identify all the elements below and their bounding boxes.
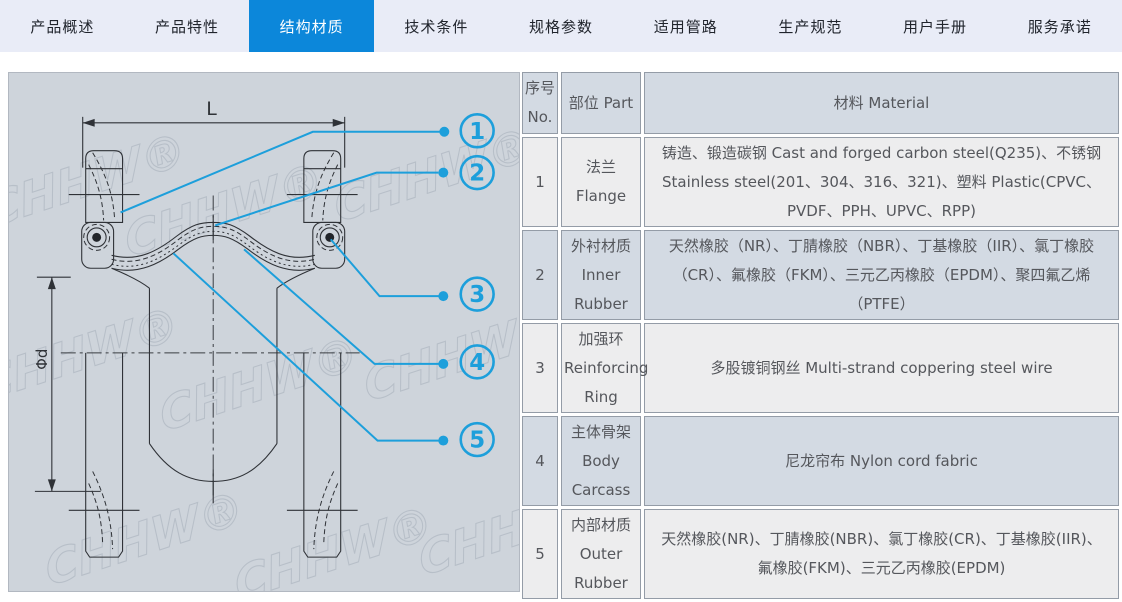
callout-leaders [120, 126, 450, 446]
right-bead [312, 221, 346, 269]
left-flange-lower [68, 352, 140, 558]
cell-material: 多股镀铜钢丝 Multi-strand coppering steel wire [644, 323, 1119, 413]
expansion-joint-drawing: CHHW® CHHW® CHHW® CHHW® CHHW® CHHW® CHHW… [9, 98, 519, 591]
cell-part: 法兰 Flange [561, 137, 641, 227]
tab-production-standard[interactable]: 生产规范 [778, 17, 843, 36]
cell-material: 天然橡胶（NR）、丁腈橡胶（NBR）、丁基橡胶（IIR）、氯丁橡胶（CR）、氟橡… [644, 230, 1119, 320]
cell-material: 尼龙帘布 Nylon cord fabric [644, 416, 1119, 506]
tab-applicable-piping[interactable]: 适用管路 [653, 17, 718, 36]
cell-no: 1 [522, 137, 558, 227]
callout-5: 5 [459, 421, 495, 458]
svg-text:3: 3 [469, 282, 485, 308]
dim-label-phid: Φd [33, 349, 51, 370]
tab-spec-parameters[interactable]: 规格参数 [529, 17, 594, 36]
tab-technical-conditions[interactable]: 技术条件 [404, 17, 469, 36]
tab-structure-material[interactable]: 结构材质 [249, 0, 375, 52]
callout-4: 4 [459, 344, 495, 380]
cell-no: 2 [522, 230, 558, 320]
tab-product-features[interactable]: 产品特性 [155, 17, 220, 36]
structure-diagram-panel: CHHW® CHHW® CHHW® CHHW® CHHW® CHHW® CHHW… [8, 72, 520, 592]
tab-product-overview[interactable]: 产品概述 [30, 17, 95, 36]
cell-no: 5 [522, 509, 558, 599]
right-flange-upper [286, 150, 358, 223]
cell-no: 4 [522, 416, 558, 506]
cell-no: 3 [522, 323, 558, 413]
dim-label-L: L [206, 98, 217, 120]
table-row: 2 外衬材质 Inner Rubber 天然橡胶（NR）、丁腈橡胶（NBR）、丁… [522, 230, 1119, 320]
diameter-dimension: Φd [33, 276, 101, 492]
callout-3: 3 [459, 276, 495, 312]
svg-text:CHHW®: CHHW® [156, 325, 362, 442]
callout-2: 2 [459, 154, 495, 191]
right-flange-lower [286, 352, 358, 558]
svg-text:CHHW®: CHHW® [360, 295, 519, 412]
header-material: 材料 Material [644, 72, 1119, 134]
callout-1: 1 [459, 113, 495, 149]
length-dimension: L [82, 98, 346, 168]
tab-user-manual[interactable]: 用户手册 [903, 17, 968, 36]
svg-text:CHHW®: CHHW® [41, 480, 247, 591]
table-row: 4 主体骨架 Body Carcass 尼龙帘布 Nylon cord fabr… [522, 416, 1119, 506]
table-row: 1 法兰 Flange 铸造、锻造碳钢 Cast and forged carb… [522, 137, 1119, 227]
cell-material: 铸造、锻造碳钢 Cast and forged carbon steel(Q23… [644, 137, 1119, 227]
rubber-belly [148, 443, 278, 504]
svg-text:2: 2 [469, 161, 485, 187]
table-row: 5 内部材质 Outer Rubber 天然橡胶(NR)、丁腈橡胶(NBR)、氯… [522, 509, 1119, 599]
cell-part: 主体骨架 Body Carcass [561, 416, 641, 506]
tab-service-promise[interactable]: 服务承诺 [1027, 17, 1092, 36]
cell-part: 外衬材质 Inner Rubber [561, 230, 641, 320]
left-bead [81, 221, 115, 269]
tab-bar: 产品概述 产品特性 结构材质 技术条件 规格参数 适用管路 生产规范 用户手册 … [0, 0, 1122, 52]
cell-part: 内部材质 Outer Rubber [561, 509, 641, 599]
svg-text:5: 5 [469, 428, 485, 454]
table-row: 3 加强环 Reinforcing Ring 多股镀铜钢丝 Multi-stra… [522, 323, 1119, 413]
left-flange-upper [68, 150, 140, 223]
table-header-row: 序号 No. 部位 Part 材料 Material [522, 72, 1119, 134]
svg-text:1: 1 [469, 119, 485, 145]
svg-text:CHHW®: CHHW® [330, 116, 519, 233]
left-reinforcing-ring-dot [92, 232, 102, 242]
svg-text:CHHW®: CHHW® [415, 470, 519, 587]
header-no: 序号 No. [522, 72, 558, 134]
cell-material: 天然橡胶(NR)、丁腈橡胶(NBR)、氯丁橡胶(CR)、丁基橡胶(IIR)、氟橡… [644, 509, 1119, 599]
svg-text:4: 4 [469, 350, 485, 376]
rubber-arch [111, 215, 316, 289]
header-part: 部位 Part [561, 72, 641, 134]
cell-part: 加强环 Reinforcing Ring [561, 323, 648, 413]
materials-table: 序号 No. 部位 Part 材料 Material 1 法兰 Flange 铸… [519, 69, 1122, 602]
svg-text:CHHW®: CHHW® [231, 495, 437, 591]
